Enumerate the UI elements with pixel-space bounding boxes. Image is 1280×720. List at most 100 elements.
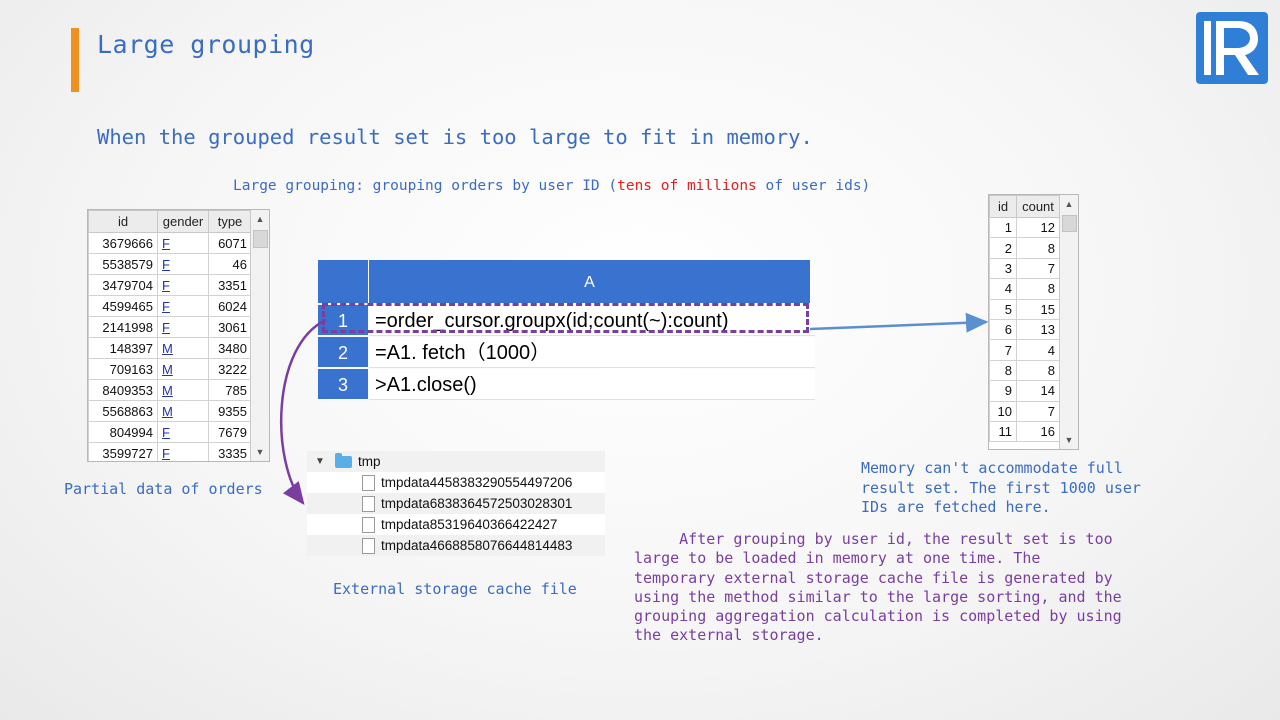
column-header-count[interactable]: count — [1016, 195, 1060, 218]
scroll-thumb[interactable] — [1062, 215, 1077, 232]
cell-id: 1 — [989, 216, 1017, 239]
cell-count: 15 — [1016, 298, 1060, 320]
explanation-line: the external storage. — [634, 626, 824, 645]
file-icon — [362, 517, 375, 533]
grid-corner[interactable] — [318, 260, 368, 303]
cell-gender[interactable]: F — [157, 316, 209, 338]
cell-count: 8 — [1016, 359, 1060, 382]
explanation-line: large to be loaded in memory at one time… — [634, 549, 1041, 568]
explanation-line: temporary external storage cache file is… — [634, 568, 1113, 587]
cell-id: 804994 — [88, 421, 158, 443]
cell-type: 6071 — [208, 232, 252, 254]
cell-count: 8 — [1016, 237, 1060, 259]
cell-gender[interactable]: M — [157, 400, 209, 422]
cell-gender[interactable]: M — [157, 337, 209, 359]
cell-id: 3 — [989, 257, 1017, 280]
cell-id: 7 — [989, 339, 1017, 361]
explanation-line: using the method similar to the large so… — [634, 587, 1122, 606]
cell-gender[interactable]: F — [157, 274, 209, 296]
cell-id: 5538579 — [88, 253, 158, 275]
cell-id: 5568863 — [88, 400, 158, 422]
cell-gender[interactable]: F — [157, 253, 209, 275]
orders-label: Partial data of orders — [64, 480, 263, 498]
file-name: tmpdata4458383290554497206 — [381, 475, 573, 490]
explanation-line: After grouping by user id, the result se… — [634, 530, 1113, 548]
selected-cell-highlight — [322, 303, 809, 333]
column-header-id[interactable]: id — [989, 195, 1017, 218]
cell-count: 14 — [1016, 380, 1060, 402]
folder-row-tmp[interactable]: ▼ tmp — [307, 451, 605, 472]
column-header-type[interactable]: type — [208, 210, 252, 233]
cell-type: 7679 — [208, 421, 252, 443]
file-name: tmpdata6838364572503028301 — [381, 496, 573, 511]
result-label-line: IDs are fetched here. — [861, 498, 1051, 516]
cell-gender[interactable]: M — [157, 358, 209, 380]
scroll-down-icon[interactable]: ▼ — [1064, 435, 1074, 445]
result-label-line: Memory can't accommodate full — [861, 459, 1123, 477]
cell-gender[interactable]: F — [157, 442, 209, 461]
row-number-3[interactable]: 3 — [318, 369, 368, 399]
expand-triangle-icon[interactable]: ▼ — [315, 456, 325, 467]
cell-gender[interactable]: F — [157, 421, 209, 443]
row-number-2[interactable]: 2 — [318, 337, 368, 367]
file-row[interactable]: tmpdata4668858076644814483 — [307, 535, 605, 556]
cell-count: 13 — [1016, 318, 1060, 341]
cell-type: 3222 — [208, 358, 252, 380]
scroll-thumb[interactable] — [253, 230, 268, 248]
cell-count: 7 — [1016, 257, 1060, 280]
cell-count: 7 — [1016, 400, 1060, 422]
scroll-down-icon[interactable]: ▼ — [255, 447, 265, 457]
orders-scrollbar[interactable]: ▲ ▼ — [250, 210, 269, 461]
column-header-gender[interactable]: gender — [157, 210, 209, 233]
title-accent-bar — [71, 28, 79, 92]
file-row[interactable]: tmpdata4458383290554497206 — [307, 472, 605, 493]
caption-highlight: tens of millions — [617, 178, 757, 194]
cell-gender[interactable]: F — [157, 232, 209, 254]
column-header-id[interactable]: id — [88, 210, 158, 233]
file-icon — [362, 475, 375, 491]
file-row[interactable]: tmpdata6838364572503028301 — [307, 493, 605, 514]
scroll-up-icon[interactable]: ▲ — [255, 214, 265, 224]
result-label: Memory can't accommodate full result set… — [861, 459, 1141, 518]
code-cell-a2[interactable]: =A1. fetch（1000） — [369, 337, 815, 368]
explanation-line: grouping aggregation calculation is comp… — [634, 607, 1122, 626]
explanation-paragraph: After grouping by user id, the result se… — [634, 530, 1174, 646]
result-scrollbar[interactable]: ▲ ▼ — [1059, 195, 1078, 449]
code-cell-a3[interactable]: >A1.close() — [369, 369, 815, 400]
scroll-up-icon[interactable]: ▲ — [1064, 199, 1074, 209]
code-grid: A 1 =order_cursor.groupx(id;count(~):cou… — [318, 260, 815, 400]
file-icon — [362, 538, 375, 554]
slide-subtitle: When the grouped result set is too large… — [97, 125, 813, 149]
cell-id: 3479704 — [88, 274, 158, 296]
cell-type: 785 — [208, 379, 252, 401]
cell-type: 9355 — [208, 400, 252, 422]
cell-gender[interactable]: M — [157, 379, 209, 401]
file-name: tmpdata85319640366422427 — [381, 517, 558, 532]
column-header-a[interactable]: A — [369, 260, 810, 303]
cell-count: 8 — [1016, 278, 1060, 300]
file-row[interactable]: tmpdata85319640366422427 — [307, 514, 605, 535]
cell-gender[interactable]: F — [157, 295, 209, 317]
